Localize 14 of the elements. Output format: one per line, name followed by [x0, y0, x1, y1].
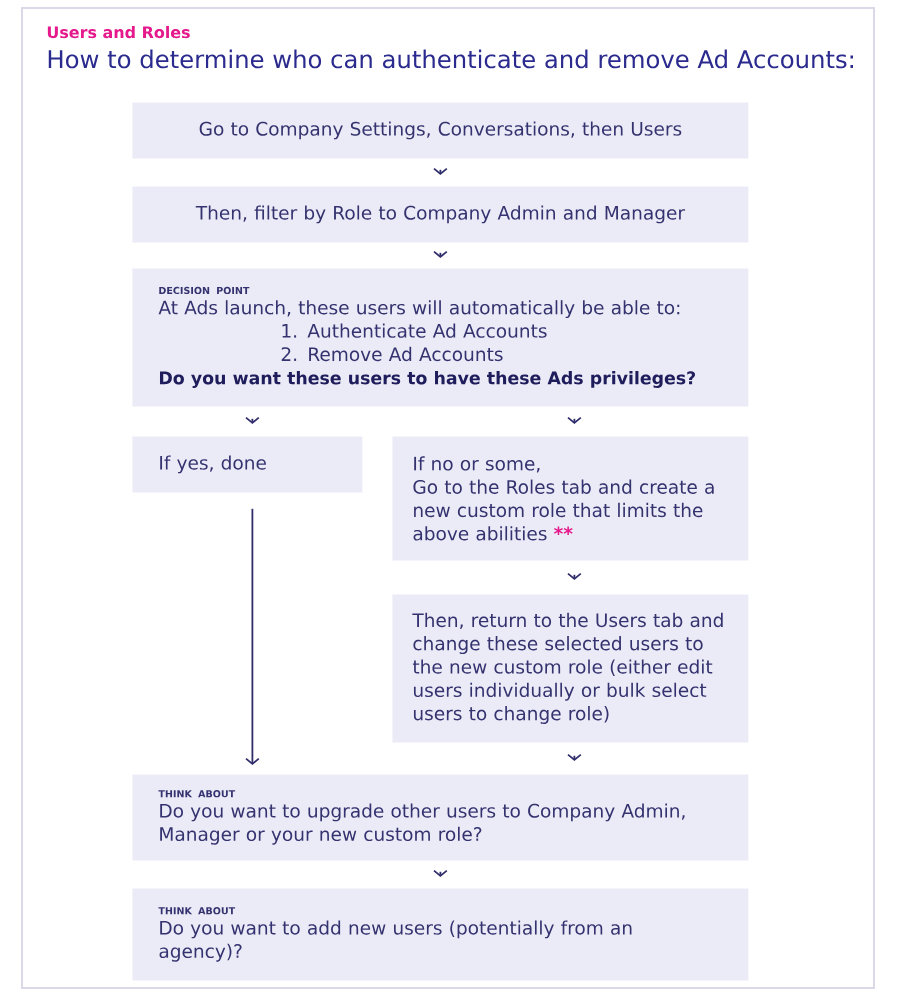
chevron-arrow [433, 869, 448, 877]
heading: How to determine who can authenticate and remove Ad Accounts: [48, 49, 853, 69]
step-box: Then, return to the Users tab and change these selected users to the new custom role (either edit users individually or bulk select users to change role) [392, 594, 749, 743]
step-box: Then, filter by Role to Company Admin and Manager [132, 186, 749, 243]
step-box: Go to Company Settings, Conversations, then Users [132, 102, 749, 159]
chevron-arrow [433, 250, 448, 258]
chevron-arrow [567, 416, 582, 424]
chevron-arrow [567, 572, 582, 580]
chevron-arrow [245, 416, 260, 424]
chevron-arrow [433, 167, 448, 175]
arrow [245, 507, 260, 765]
step-box: If no or some, Go to the Roles tab and create a new custom role that limits the above abilities ** [392, 436, 749, 561]
chevron-arrow [567, 753, 582, 761]
step-box: If yes, done [132, 436, 363, 493]
